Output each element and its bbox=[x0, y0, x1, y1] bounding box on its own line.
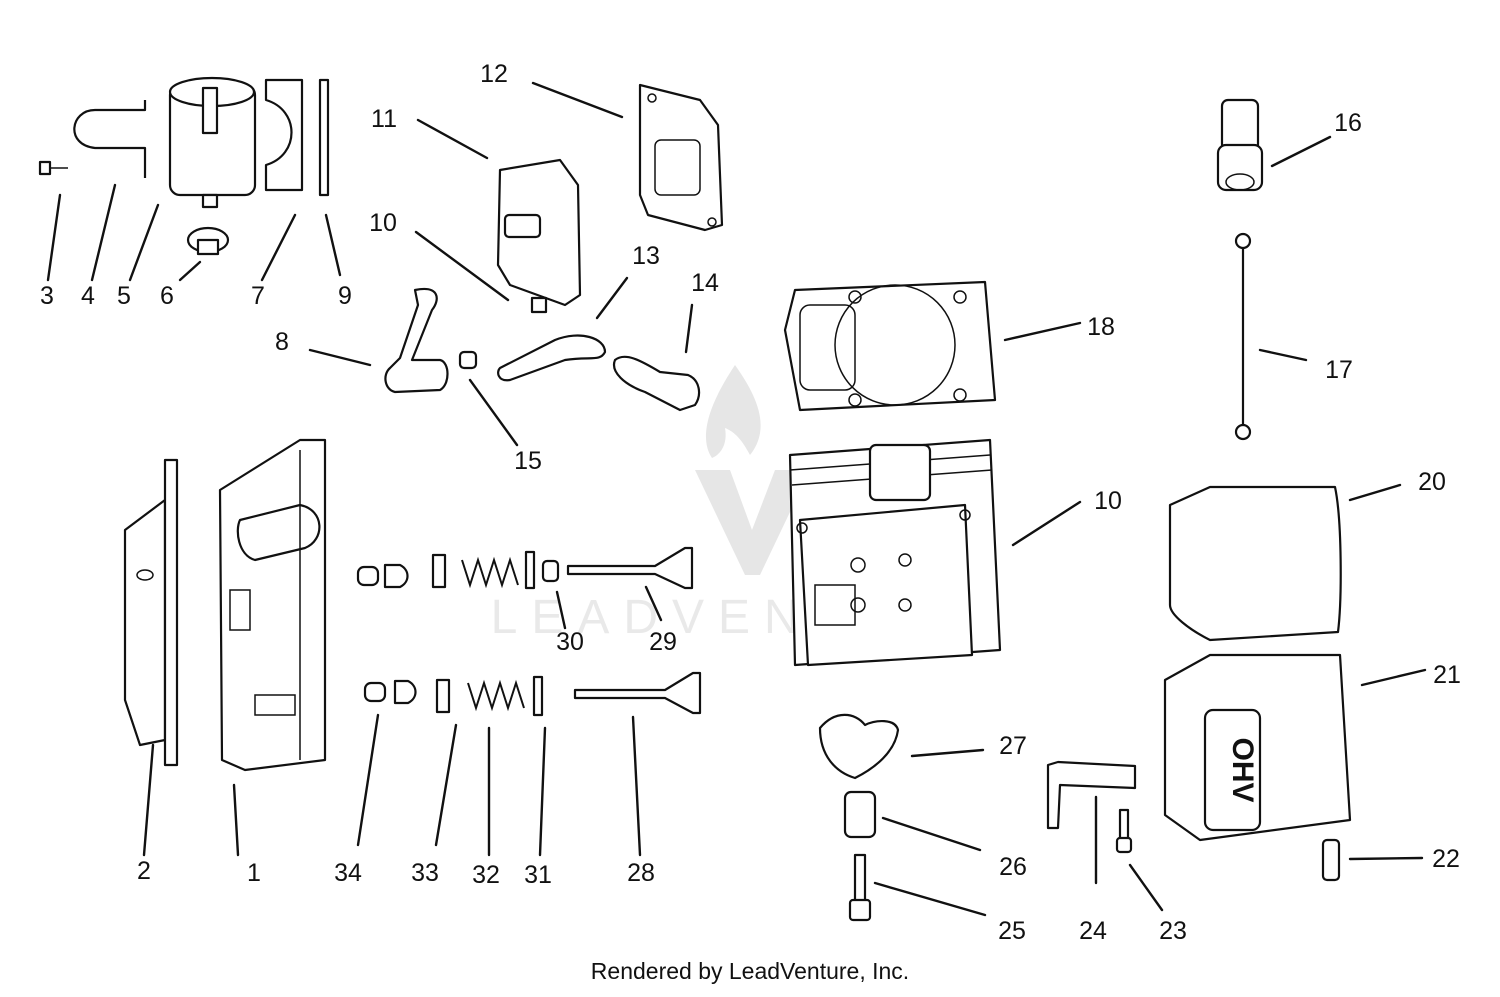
part-screw-10 bbox=[530, 296, 548, 314]
part-filter-7 bbox=[264, 78, 304, 192]
part-seal-30 bbox=[541, 559, 560, 583]
part-retainer-33-upper bbox=[431, 553, 447, 589]
part-valve-28 bbox=[573, 671, 702, 715]
watermark-flame-icon bbox=[705, 365, 761, 458]
callout-11: 11 bbox=[371, 105, 397, 133]
part-cover-gasket-20 bbox=[1168, 485, 1342, 642]
part-bracket-24 bbox=[1046, 760, 1137, 830]
part-breather-5 bbox=[168, 76, 257, 209]
callout-33: 33 bbox=[411, 859, 439, 887]
callout-14: 14 bbox=[691, 269, 719, 297]
footer-credit: Rendered by LeadVenture, Inc. bbox=[590, 958, 910, 984]
part-rocker-27 bbox=[818, 713, 900, 780]
part-cylinder-head-10 bbox=[788, 438, 1002, 667]
callout-16: 16 bbox=[1334, 109, 1362, 137]
callouts: 3 4 5 6 7 9 12 11 10 13 14 8 15 16 17 18… bbox=[40, 60, 1461, 945]
part-spring-32-upper bbox=[461, 556, 519, 589]
part-tube-13 bbox=[497, 334, 607, 382]
callout-26: 26 bbox=[999, 853, 1027, 881]
callout-13: 13 bbox=[632, 242, 660, 270]
callout-21: 21 bbox=[1433, 661, 1461, 689]
part-keeper-34-upper bbox=[356, 563, 409, 589]
callout-4: 4 bbox=[81, 282, 95, 310]
callout-5: 5 bbox=[117, 282, 131, 310]
part-pushrod-17 bbox=[1234, 232, 1252, 441]
part-retainer-33 bbox=[435, 678, 451, 714]
callout-29: 29 bbox=[649, 628, 677, 656]
callout-34: 34 bbox=[334, 859, 362, 887]
part-keeper-34-lower bbox=[363, 679, 417, 705]
callout-28: 28 bbox=[627, 859, 655, 887]
part-grommet-6 bbox=[186, 226, 230, 256]
callout-1: 1 bbox=[247, 859, 261, 887]
callout-20: 20 bbox=[1418, 468, 1446, 496]
part-clamp-15 bbox=[458, 350, 478, 370]
part-screw-23 bbox=[1115, 808, 1133, 854]
part-tube-14 bbox=[612, 355, 701, 412]
callout-6: 6 bbox=[160, 282, 174, 310]
part-strap-4 bbox=[73, 100, 147, 178]
leader-lines bbox=[46, 81, 1427, 917]
part-valve-cover-logo: OHV bbox=[1226, 737, 1259, 802]
watermark-v-icon bbox=[695, 470, 810, 575]
part-head-side-1 bbox=[218, 438, 327, 772]
part-cap-16 bbox=[1216, 98, 1264, 192]
callout-31: 31 bbox=[524, 861, 552, 889]
callout-15: 15 bbox=[514, 447, 542, 475]
callout-23: 23 bbox=[1159, 917, 1187, 945]
part-valve-cover-21: OHV bbox=[1163, 653, 1352, 842]
callout-9: 9 bbox=[338, 282, 352, 310]
callout-8: 8 bbox=[275, 328, 289, 356]
part-spring-32 bbox=[467, 679, 525, 712]
callout-12: 12 bbox=[480, 60, 508, 88]
part-gasket-9 bbox=[318, 78, 330, 197]
part-head-gasket-18 bbox=[783, 280, 997, 412]
callout-17: 17 bbox=[1325, 356, 1353, 384]
part-side-cover-2 bbox=[123, 458, 179, 767]
part-washer-31 bbox=[532, 675, 544, 717]
part-stud-25 bbox=[848, 853, 872, 922]
callout-10-lower: 10 bbox=[1094, 487, 1122, 515]
part-washer-31-upper bbox=[524, 550, 536, 590]
callout-3: 3 bbox=[40, 282, 54, 310]
part-screw-3 bbox=[38, 160, 68, 176]
callout-24: 24 bbox=[1079, 917, 1107, 945]
callout-7: 7 bbox=[251, 282, 265, 310]
callout-27: 27 bbox=[999, 732, 1027, 760]
callout-10-upper: 10 bbox=[369, 209, 397, 237]
callout-32: 32 bbox=[472, 861, 500, 889]
callout-2: 2 bbox=[137, 857, 151, 885]
part-cover-11 bbox=[496, 158, 582, 307]
part-hose-8 bbox=[384, 287, 449, 394]
callout-18: 18 bbox=[1087, 313, 1115, 341]
part-pivot-26 bbox=[843, 790, 877, 839]
part-valve-29 bbox=[566, 546, 694, 590]
part-fitting-22 bbox=[1321, 838, 1341, 882]
part-gasket-12 bbox=[638, 83, 724, 232]
callout-22: 22 bbox=[1432, 845, 1460, 873]
callout-30: 30 bbox=[556, 628, 584, 656]
callout-25: 25 bbox=[998, 917, 1026, 945]
